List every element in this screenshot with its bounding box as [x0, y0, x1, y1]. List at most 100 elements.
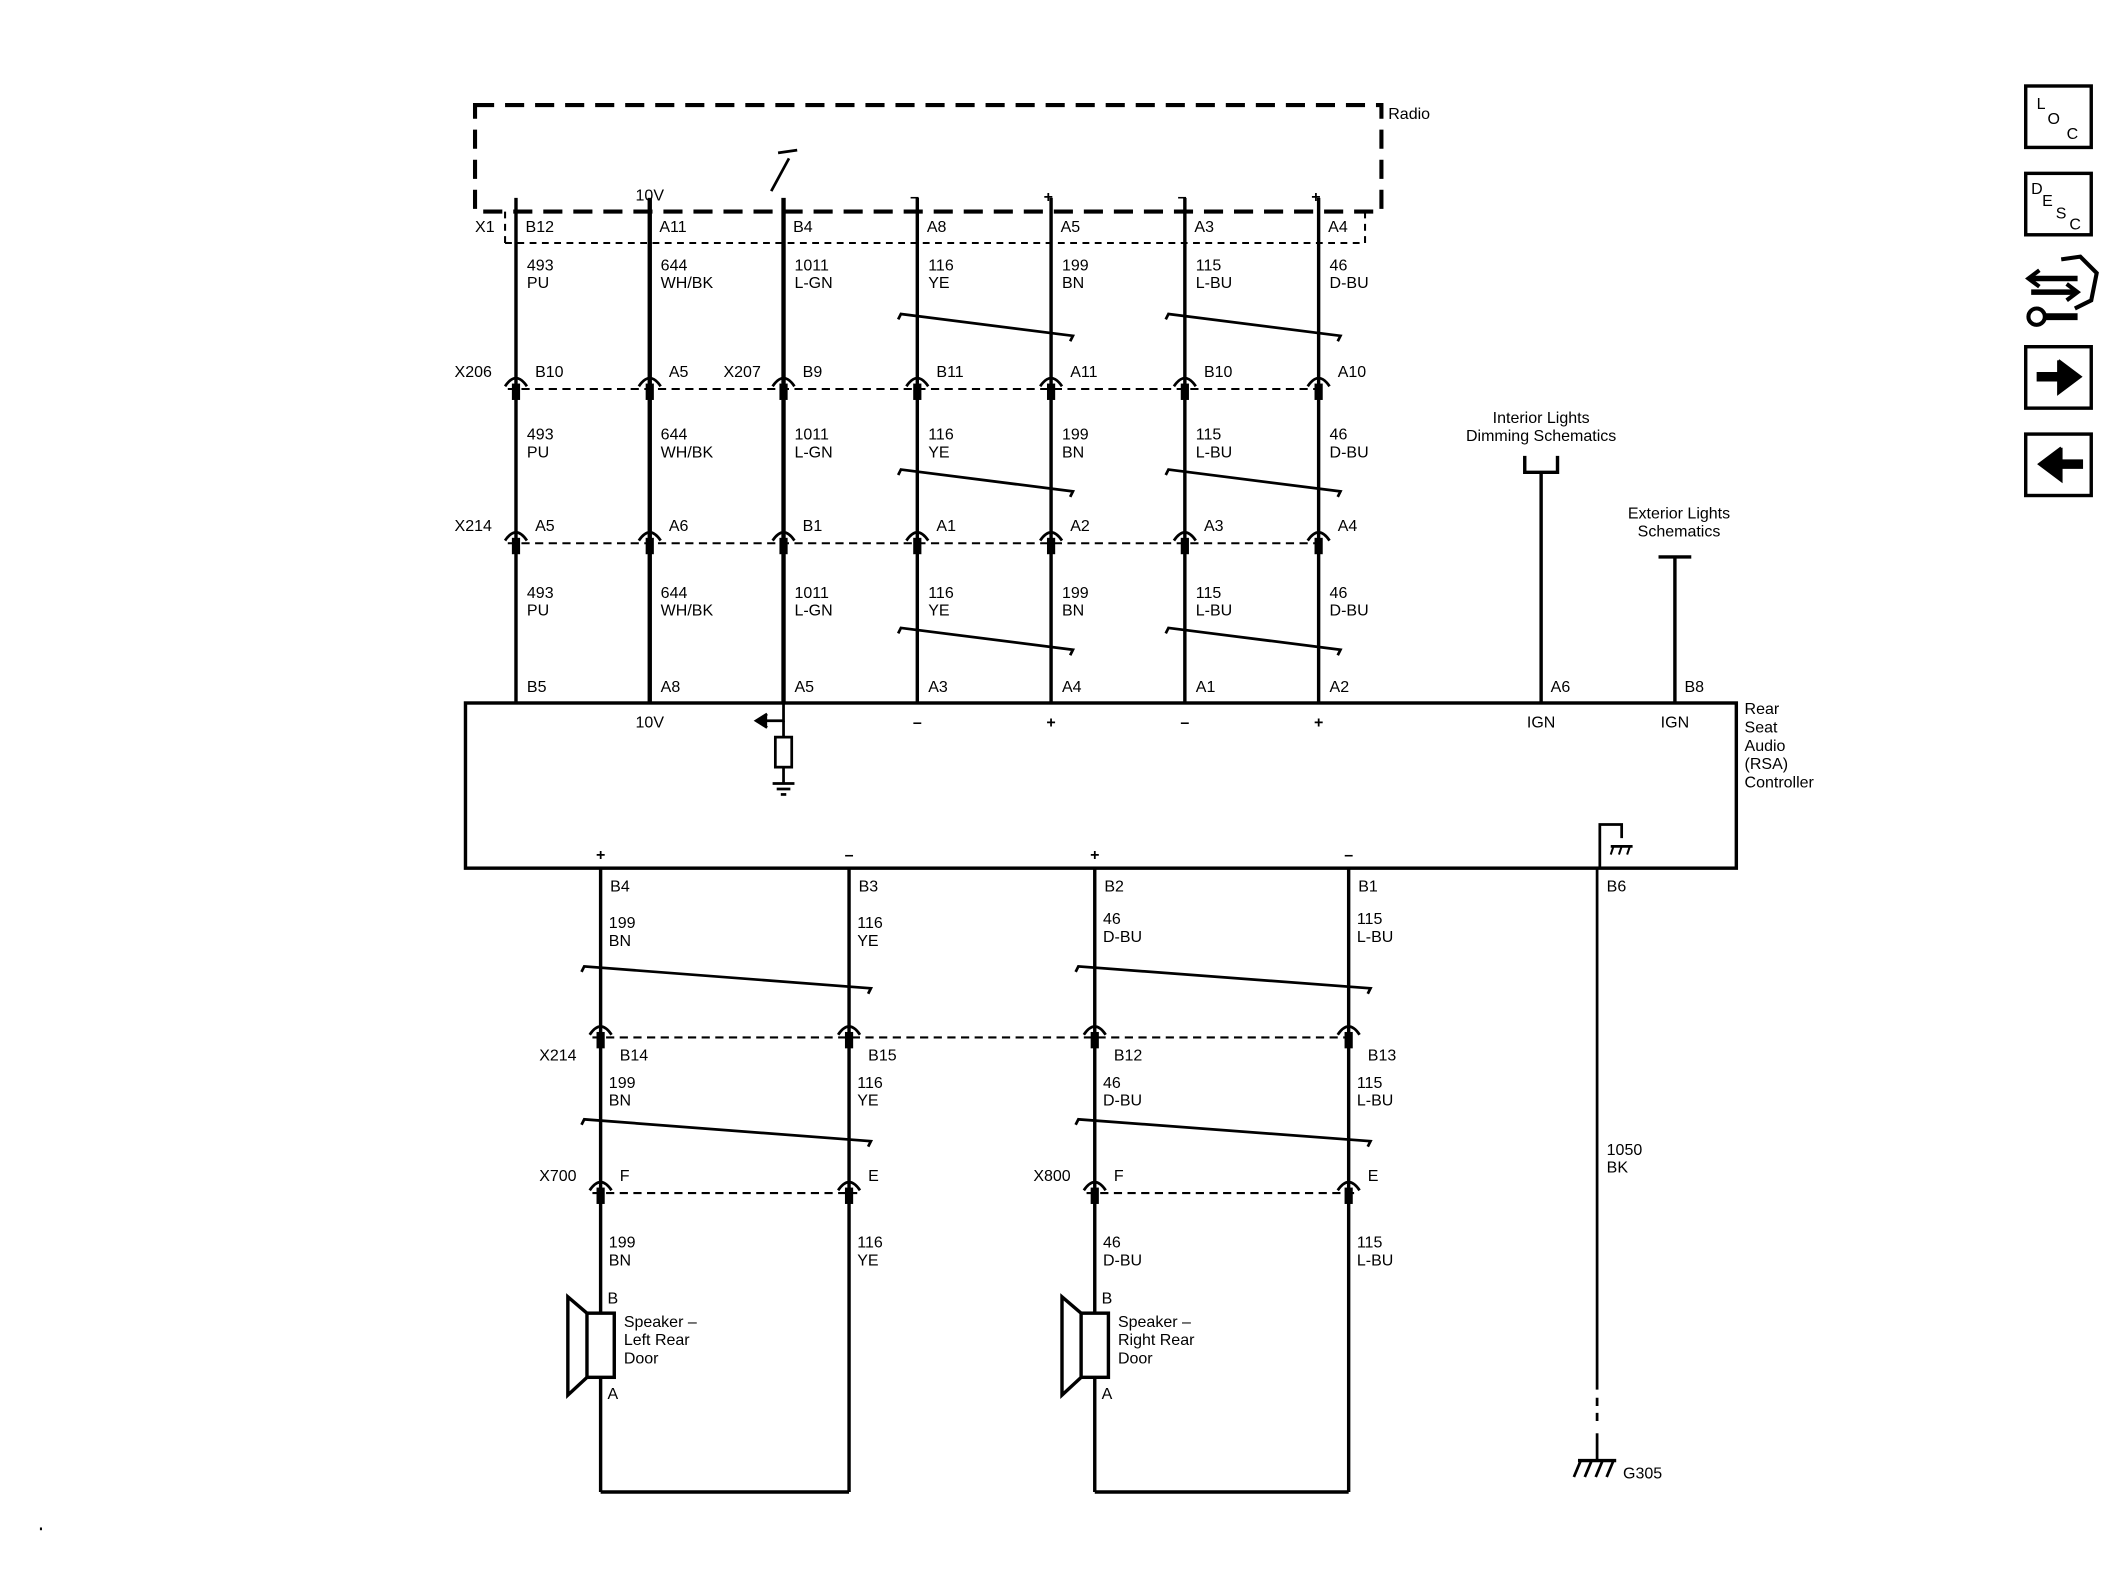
socket-arc — [637, 531, 662, 542]
circuit-number: 644 — [661, 585, 688, 602]
exterior-lights-label: Exterior Lights — [1628, 506, 1730, 523]
polarity-label: + — [1311, 189, 1320, 206]
pin-rsa-label: B4 — [610, 878, 630, 895]
pin-body — [645, 383, 654, 400]
twist-line — [896, 468, 1076, 498]
circuit-number: 46 — [1330, 427, 1348, 444]
wire-color: BN — [1062, 603, 1084, 620]
twisted-pair-marker — [1074, 965, 1373, 995]
polarity-label: + — [1090, 847, 1099, 864]
resistor-icon — [773, 735, 794, 769]
loc-button[interactable]: LOC — [2024, 84, 2093, 150]
connector-x206-terminal — [1039, 376, 1064, 400]
pin-x1-label: A4 — [1328, 219, 1348, 236]
pin-body — [1344, 1187, 1353, 1204]
socket-arc — [1082, 1180, 1107, 1192]
speaker-label: Door — [624, 1351, 659, 1368]
speaker-magnet-icon — [1079, 1311, 1111, 1380]
connector-x206-terminal — [637, 376, 662, 400]
connector-x214-terminal — [836, 1025, 862, 1049]
circuit-number: 46 — [1103, 1235, 1121, 1252]
socket-arc — [905, 531, 930, 542]
circuit-number: 116 — [928, 257, 954, 274]
pin-x214-label: B1 — [803, 518, 823, 535]
twisted-pair-marker — [580, 965, 874, 995]
connector-x214-terminal — [588, 1025, 613, 1049]
connector-x206-label: X206 — [455, 364, 492, 381]
pin-x1-label: A11 — [659, 219, 686, 236]
arrow-left-icon — [2037, 446, 2063, 484]
wire-color: D-BU — [1330, 444, 1369, 461]
circuit-number: 115 — [1357, 1235, 1383, 1252]
twisted-pair-marker — [1164, 468, 1343, 498]
polarity-label: – — [1178, 189, 1187, 206]
pin-x206-label: A11 — [1070, 364, 1097, 381]
socket-arc — [905, 376, 930, 388]
previous-page-button[interactable] — [2024, 432, 2093, 498]
desc-letter: C — [2069, 216, 2081, 233]
wire-color: BN — [609, 933, 631, 950]
pin-body — [1090, 1031, 1099, 1049]
voltage-label: 10V — [636, 715, 665, 732]
pin-body — [1090, 1187, 1099, 1204]
pin-body — [1180, 537, 1189, 555]
polarity-label: – — [913, 715, 922, 732]
pin-rsa-label: A3 — [928, 679, 948, 696]
speaker-label: Speaker – — [624, 1314, 697, 1331]
connector-tool-icon — [2060, 254, 2099, 311]
circuit-number: 115 — [1196, 585, 1222, 602]
wire-color: YE — [928, 603, 949, 620]
wire-color: YE — [928, 444, 949, 461]
pin-body — [1344, 1031, 1353, 1049]
wire-color: BK — [1607, 1160, 1629, 1177]
pin-x1-label: A8 — [927, 219, 947, 236]
pin-x214-label: A3 — [1204, 518, 1224, 535]
wire-color: WH/BK — [661, 444, 714, 461]
rsa-controller-label: Seat — [1745, 719, 1778, 736]
wire-color: D-BU — [1103, 1093, 1142, 1110]
interior-lights-label: Interior Lights — [1493, 410, 1590, 427]
socket-arc — [1336, 1025, 1361, 1036]
socket-arc — [637, 376, 662, 388]
twist-line — [896, 312, 1076, 342]
chassis-ground-icon — [1617, 846, 1623, 855]
socket-arc — [588, 1025, 613, 1036]
speaker-pin-b: B — [607, 1291, 618, 1308]
circuit-number: 199 — [609, 1075, 636, 1092]
socket-arc — [836, 1180, 862, 1192]
connector-tool-icon[interactable] — [2025, 254, 2099, 327]
pin-body — [645, 537, 654, 555]
wire-color: WH/BK — [661, 275, 714, 292]
connector-x214-terminal — [771, 531, 796, 555]
circuit-number: 116 — [857, 1235, 883, 1252]
polarity-label: + — [1046, 715, 1055, 732]
twist-line — [1164, 468, 1343, 498]
twist-line — [580, 965, 874, 995]
connector-tool-icon — [2025, 268, 2041, 289]
connector-x207-label: X207 — [723, 364, 760, 381]
pin-x1-label: B12 — [526, 219, 555, 236]
pin-door-label: E — [1368, 1168, 1379, 1185]
ground-icon — [1594, 1460, 1604, 1478]
connector-x214-label: X214 — [539, 1048, 576, 1065]
wire-color: L-BU — [1196, 444, 1232, 461]
connector-door-terminal — [1336, 1180, 1361, 1204]
pin-x206-label: A5 — [669, 364, 689, 381]
next-page-button[interactable] — [2024, 345, 2093, 410]
socket-arc — [588, 1180, 613, 1192]
switch-contact-icon — [777, 148, 798, 155]
pin-x206-label: B9 — [803, 364, 823, 381]
connector-x206-terminal — [771, 376, 796, 400]
pin-x206-label: B10 — [1204, 364, 1233, 381]
circuit-number: 199 — [609, 1235, 636, 1252]
